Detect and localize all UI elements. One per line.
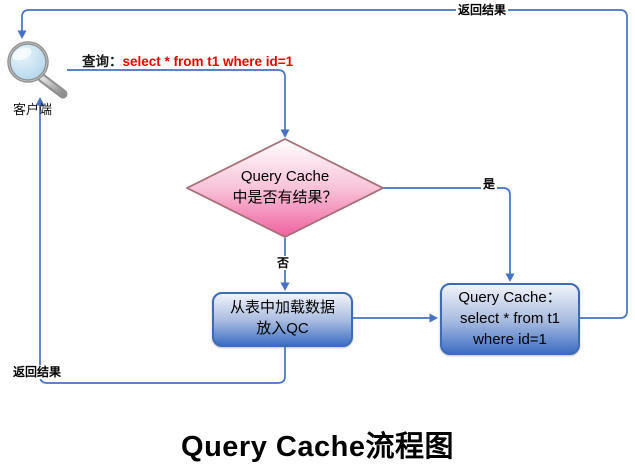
cache-box-line2: select * from t1	[459, 310, 561, 327]
load-box-text: 从表中加载数据 放入QC	[212, 297, 353, 339]
client-label: 客户端	[13, 102, 53, 117]
query-sql-text: select * from t1 where id=1	[122, 54, 294, 69]
load-to-cache-connector	[353, 313, 438, 323]
arrowhead-right-icon	[429, 313, 438, 323]
lens-glare	[12, 47, 32, 61]
query-connector	[67, 69, 290, 138]
no-label: 否	[275, 256, 292, 270]
yes-label: 是	[481, 177, 498, 191]
cache-box-line3: where id=1	[473, 331, 547, 348]
load-box-line2: 放入QC	[256, 320, 309, 337]
bottom-return-label: 返回结果	[11, 365, 64, 379]
top-return-label: 返回结果	[456, 3, 509, 17]
cache-box-line1: Query Cache：	[458, 289, 562, 306]
decision-text: Query Cache 中是否有结果？	[187, 166, 383, 208]
query-label: 查询：select * from t1 where id=1	[82, 50, 293, 70]
arrowhead-down-icon	[505, 273, 515, 282]
decision-line1: Query Cache	[240, 168, 330, 185]
arrowhead-down-icon	[17, 30, 27, 39]
query-prefix-text: 查询：	[82, 54, 123, 69]
cache-box-text: Query Cache： select * from t1 where id=1	[440, 287, 580, 350]
decision-line2: 中是否有结果？	[232, 189, 338, 206]
magnifier-icon	[7, 41, 68, 99]
arrowhead-down-icon	[280, 282, 290, 291]
load-box-line1: 从表中加载数据	[229, 299, 335, 316]
arrowhead-down-icon	[280, 129, 290, 138]
diagram-title: Query Cache流程图	[181, 431, 454, 463]
yes-connector	[383, 187, 515, 282]
